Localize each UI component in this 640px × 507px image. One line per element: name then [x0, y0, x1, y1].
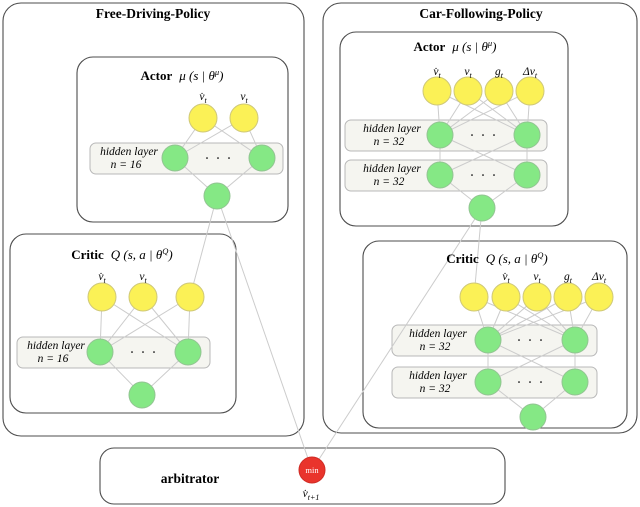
hidden-node — [426, 121, 454, 149]
min-node-label: min — [305, 465, 319, 475]
action-input-node — [459, 282, 489, 312]
cf-actor-input-label: gt — [495, 66, 504, 80]
fd-actor-hidden-ellipsis: · · · — [205, 151, 233, 165]
cf-actor-hidden1-label-line1: hidden layer — [363, 123, 421, 135]
output-node — [203, 182, 231, 210]
hidden-node — [161, 144, 189, 172]
arbitrator-label: arbitrator — [161, 471, 219, 486]
fd-actor-hidden-label-line2: n = 16 — [111, 159, 142, 171]
input-node — [422, 76, 452, 106]
fd-actor-input-label: vt — [240, 91, 248, 105]
input-node — [584, 282, 614, 312]
cf-actor-hidden2-label-line2: n = 32 — [374, 176, 405, 188]
fd-critic-edges — [99, 296, 191, 396]
fd-critic-hidden-label-line2: n = 16 — [38, 353, 69, 365]
hidden-node — [513, 161, 541, 189]
cf-critic-input-label: gt — [564, 271, 573, 285]
fd-critic-input-label: vt — [139, 271, 147, 285]
arbitrator-output-label: v̇t+1 — [303, 488, 320, 502]
cf-critic-hidden1-label-line1: hidden layer — [409, 328, 467, 340]
cf-actor-hidden1-ellipsis: · · · — [470, 128, 498, 142]
cf-critic-input-label: vt — [533, 271, 541, 285]
cf-critic-input-label: v̇t — [502, 271, 510, 285]
fd-critic-hidden-ellipsis: · · · — [130, 345, 158, 359]
hidden-node — [561, 326, 589, 354]
output-node — [128, 381, 156, 409]
hidden-node — [426, 161, 454, 189]
input-node — [128, 282, 158, 312]
fd-critic-hidden-layer-box — [16, 336, 211, 369]
actor-to-critic-and-arbitrator-edges — [189, 195, 483, 471]
input-node — [491, 282, 521, 312]
hidden-node — [248, 144, 276, 172]
cf-critic-hidden2-label-line1: hidden layer — [409, 370, 467, 382]
output-node — [519, 403, 547, 431]
fd-actor-input-label: v̇t — [199, 91, 207, 105]
cf-critic-hidden1-label-line2: n = 32 — [420, 341, 451, 353]
cf-actor-hidden2-label-line1: hidden layer — [363, 163, 421, 175]
action-input-node — [175, 282, 205, 312]
cf-critic-hidden1-ellipsis: · · · — [517, 333, 545, 347]
input-node — [484, 76, 514, 106]
cf-actor-input-label: vt — [464, 66, 472, 80]
cf-critic-hidden2-label-line2: n = 32 — [420, 383, 451, 395]
input-node — [229, 103, 259, 133]
input-node — [87, 282, 117, 312]
hidden-node — [561, 368, 589, 396]
fd-actor-edges — [174, 117, 263, 197]
fd-critic-input-label: v̇t — [98, 271, 106, 285]
input-node — [515, 76, 545, 106]
free-driving-policy-title: Free-Driving-Policy — [96, 6, 211, 21]
hidden-node — [474, 326, 502, 354]
output-node — [468, 194, 496, 222]
hidden-node — [86, 338, 114, 366]
input-node — [453, 76, 483, 106]
hidden-node — [513, 121, 541, 149]
input-node — [553, 282, 583, 312]
input-node — [522, 282, 552, 312]
min-node — [298, 456, 326, 484]
cf-critic-input-label: Δvt — [591, 271, 607, 285]
car-following-policy-title: Car-Following-Policy — [419, 6, 542, 21]
hidden-node — [174, 338, 202, 366]
input-node — [188, 103, 218, 133]
cf-actor-hidden1-label-line2: n = 32 — [374, 136, 405, 148]
cf-actor-edges — [436, 90, 531, 209]
cf-actor-input-label: Δvt — [522, 66, 538, 80]
cf-critic-hidden2-ellipsis: · · · — [517, 375, 545, 389]
fd-critic-hidden-label-line1: hidden layer — [27, 340, 85, 352]
hidden-node — [474, 368, 502, 396]
fd-actor-hidden-label-line1: hidden layer — [100, 146, 158, 158]
cf-actor-hidden2-ellipsis: · · · — [470, 168, 498, 182]
cf-actor-input-label: v̇t — [433, 66, 441, 80]
cf-critic-edges — [473, 296, 600, 418]
